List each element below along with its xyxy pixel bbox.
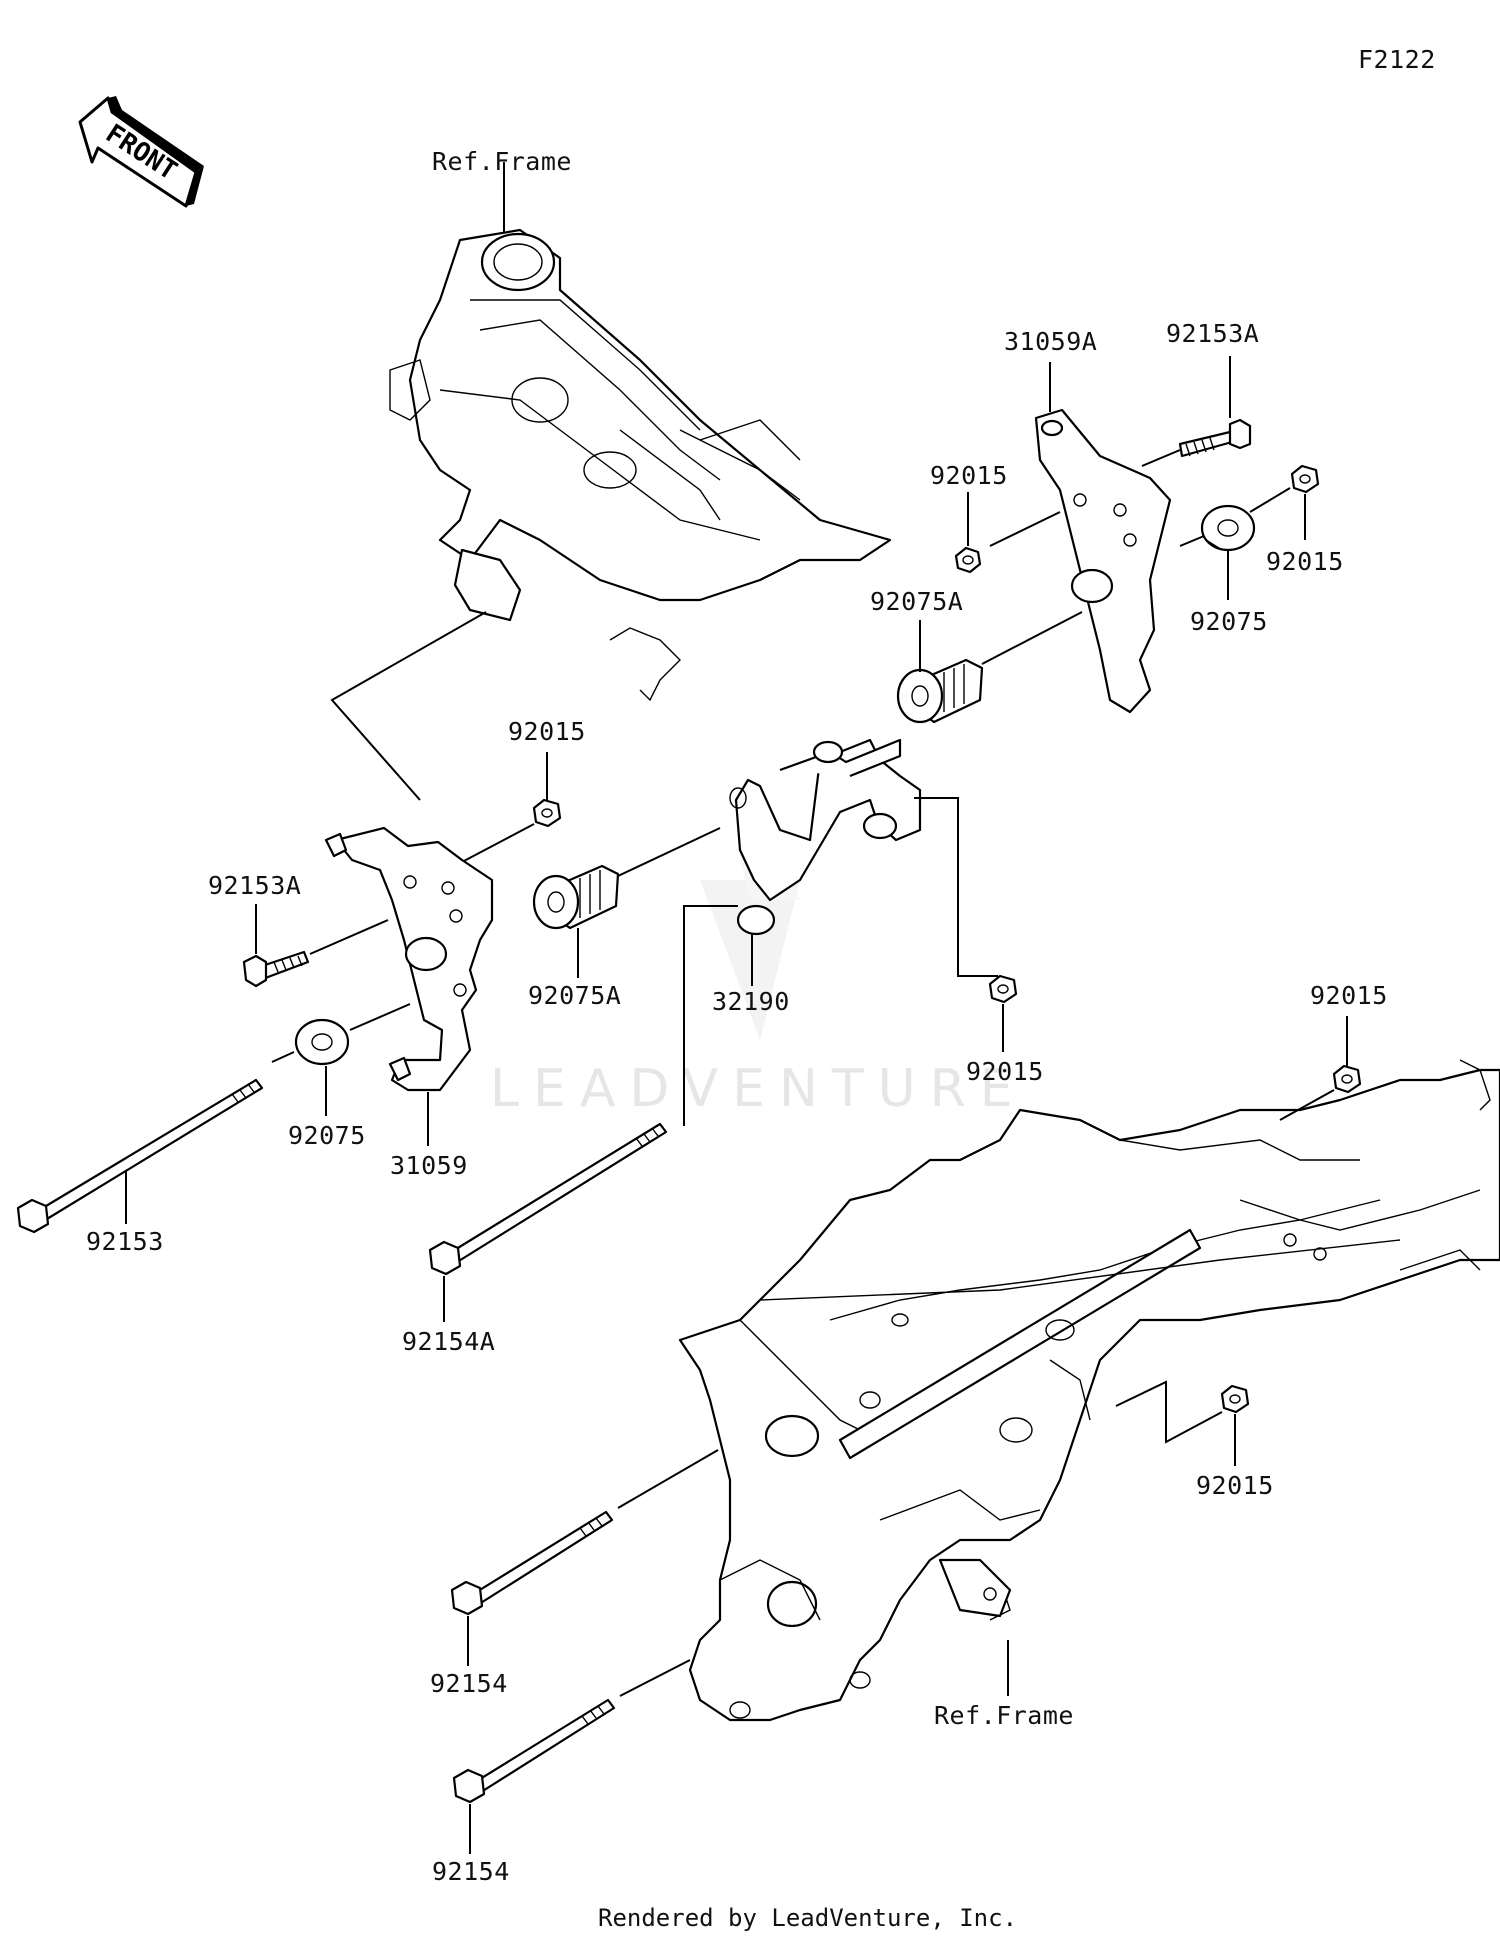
washer-92075-right-part bbox=[1200, 504, 1256, 552]
bolt-92154a-part bbox=[428, 1122, 668, 1276]
label-92015-right-b: 92015 bbox=[1266, 547, 1344, 576]
label-92153a-left: 92153A bbox=[208, 871, 301, 900]
nut-92015-far-right-part bbox=[1332, 1064, 1362, 1094]
label-92015-bottom-right: 92015 bbox=[1196, 1471, 1274, 1500]
label-92153: 92153 bbox=[86, 1227, 164, 1256]
label-31059a: 31059A bbox=[1004, 327, 1097, 356]
bolt-92153a-right-part bbox=[1178, 418, 1252, 458]
nut-92015-right-a-part bbox=[954, 546, 982, 574]
hanger-32190-part bbox=[729, 738, 922, 936]
label-92075a-right: 92075A bbox=[870, 587, 963, 616]
footer-credit: Rendered by LeadVenture, Inc. bbox=[598, 1904, 1017, 1932]
nut-92015-mid-right-part bbox=[988, 974, 1018, 1004]
bolt-92153-part bbox=[16, 1078, 264, 1234]
label-92154-upper: 92154 bbox=[430, 1669, 508, 1698]
nut-92015-bottom-right-part bbox=[1220, 1384, 1250, 1414]
ref-frame-top-label: Ref.Frame bbox=[432, 147, 572, 176]
label-92075-left: 92075 bbox=[288, 1121, 366, 1150]
diagram-code: F2122 bbox=[1358, 45, 1436, 74]
nut-92015-right-b-part bbox=[1290, 464, 1320, 494]
lower-frame-part bbox=[678, 1059, 1500, 1722]
bracket-31059a-part bbox=[1034, 408, 1172, 714]
mount-92075a-right-part bbox=[896, 658, 984, 724]
label-92015-mid-right: 92015 bbox=[966, 1057, 1044, 1086]
label-92075-right: 92075 bbox=[1190, 607, 1268, 636]
upper-frame-part bbox=[389, 228, 892, 702]
ref-frame-bottom-label: Ref.Frame bbox=[934, 1701, 1074, 1730]
label-92154a: 92154A bbox=[402, 1327, 495, 1356]
washer-92075-left-part bbox=[294, 1018, 350, 1066]
mount-92075a-left-part bbox=[532, 864, 620, 930]
bolt-92154-upper-part bbox=[450, 1510, 614, 1616]
label-92015-mid-top: 92015 bbox=[508, 717, 586, 746]
label-92154-lower: 92154 bbox=[432, 1857, 510, 1886]
label-32190: 32190 bbox=[712, 987, 790, 1016]
bracket-31059-part bbox=[324, 826, 494, 1092]
label-92015-right-a: 92015 bbox=[930, 461, 1008, 490]
watermark-text: LEADVENTURE bbox=[490, 1059, 1027, 1119]
nut-92015-mid-top-part bbox=[532, 798, 562, 828]
label-92015-far-right: 92015 bbox=[1310, 981, 1388, 1010]
bolt-92153a-left-part bbox=[242, 950, 310, 988]
front-direction-arrow-icon: FRONT bbox=[78, 96, 204, 208]
bolt-92154-lower-part bbox=[452, 1698, 616, 1804]
label-92075a-left: 92075A bbox=[528, 981, 621, 1010]
label-92153a-right: 92153A bbox=[1166, 319, 1259, 348]
label-31059: 31059 bbox=[390, 1151, 468, 1180]
